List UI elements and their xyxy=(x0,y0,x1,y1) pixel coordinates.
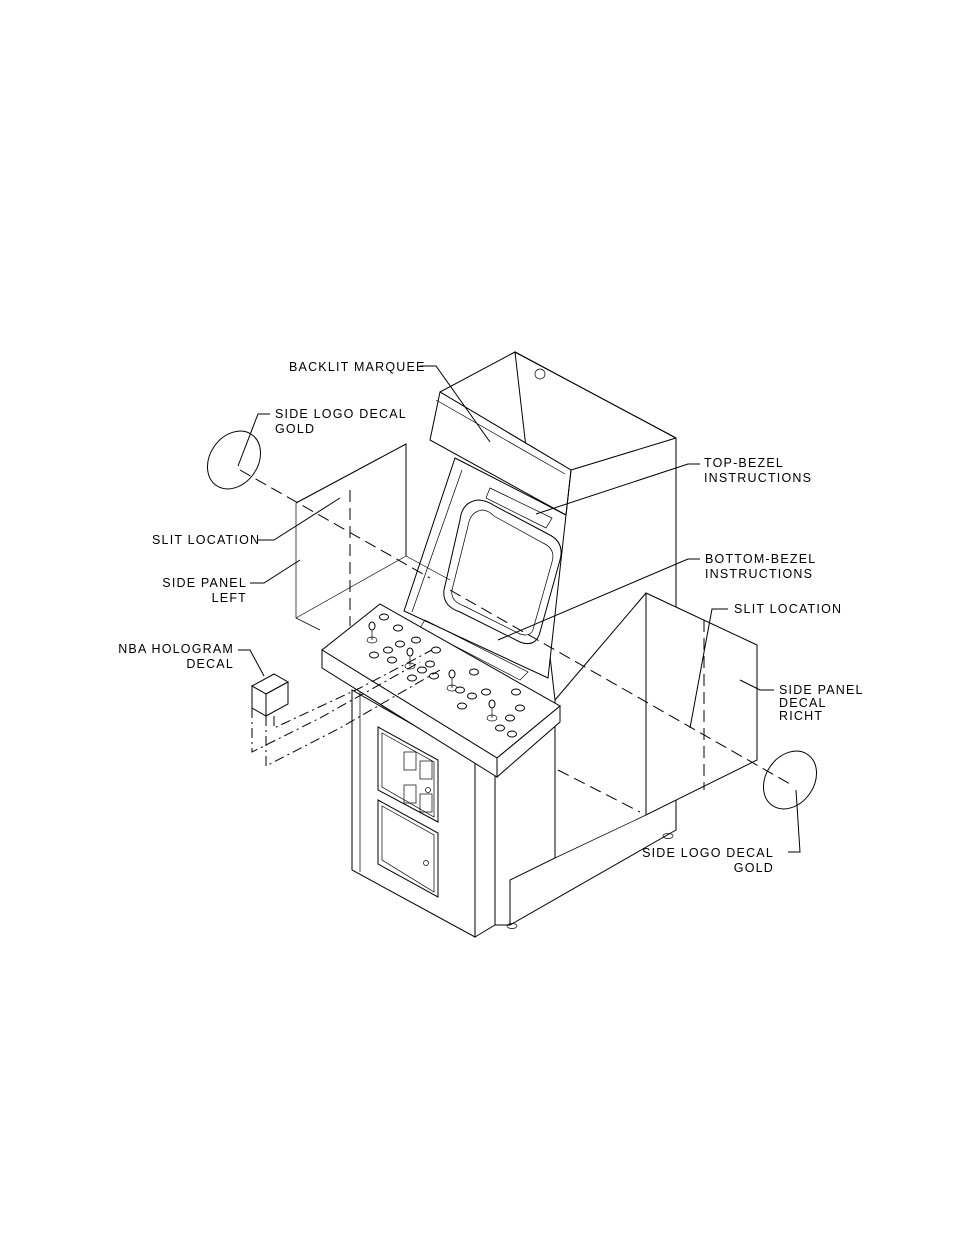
button-icon xyxy=(455,686,465,694)
label-top-bezel-line1: TOP-BEZEL xyxy=(704,456,784,470)
label-side-logo-right-line2: GOLD xyxy=(734,861,774,875)
cash-door-icon xyxy=(377,799,439,898)
label-side-panel-right-line2: DECAL xyxy=(779,696,827,710)
button-icon xyxy=(431,646,441,654)
label-side-logo-left-line1: SIDE LOGO DECAL xyxy=(275,407,407,421)
label-bottom-bezel-line1: BOTTOM-BEZEL xyxy=(705,552,816,566)
button-icon xyxy=(469,668,479,676)
button-icon xyxy=(481,688,491,696)
monitor-screen-icon xyxy=(419,499,562,681)
monitor-bezel-icon xyxy=(403,457,567,679)
label-bottom-bezel-line2: INSTRUCTIONS xyxy=(705,567,813,581)
button-icon xyxy=(407,674,417,682)
exploded-centerlines xyxy=(239,469,791,813)
button-icon xyxy=(395,640,405,648)
leader-lines xyxy=(237,365,801,853)
button-icon xyxy=(379,613,389,621)
button-icon xyxy=(369,651,379,659)
button-icon xyxy=(515,704,525,712)
side-logo-left-icon xyxy=(206,430,262,490)
button-icon xyxy=(411,636,421,644)
button-icon xyxy=(467,692,477,700)
nba-hologram-icon xyxy=(250,649,441,767)
joystick-icon xyxy=(404,647,416,670)
label-side-logo-right-line1: SIDE LOGO DECAL xyxy=(642,846,774,860)
control-panel-icon xyxy=(321,603,561,779)
label-side-panel-left-line2: LEFT xyxy=(212,591,247,605)
label-backlit-marquee: BACKLIT MARQUEE xyxy=(289,360,426,374)
button-icon xyxy=(457,702,467,710)
label-side-panel-right-line3: RICHT xyxy=(779,709,823,723)
button-icon xyxy=(511,688,521,696)
coin-door-icon xyxy=(377,726,439,823)
joystick-icon xyxy=(486,699,498,722)
label-top-bezel-line2: INSTRUCTIONS xyxy=(704,471,812,485)
label-nba-hologram-line2: DECAL xyxy=(186,657,234,671)
label-side-logo-left-line2: GOLD xyxy=(275,422,315,436)
side-logo-right-icon xyxy=(762,750,818,810)
button-icon xyxy=(393,624,403,632)
button-icon xyxy=(495,724,505,732)
label-slit-location-right: SLIT LOCATION xyxy=(734,602,842,616)
button-icon xyxy=(417,666,427,674)
joystick-icon xyxy=(366,621,378,644)
side-panel-right-icon xyxy=(554,592,758,859)
button-icon xyxy=(425,660,435,668)
button-icon xyxy=(387,656,397,664)
button-icon xyxy=(383,646,393,654)
button-icon xyxy=(507,730,517,738)
button-icon xyxy=(505,714,515,722)
label-nba-hologram-line1: NBA HOLOGRAM xyxy=(118,642,234,656)
label-side-panel-right-line1: SIDE PANEL xyxy=(779,683,864,697)
side-panel-left-icon xyxy=(295,443,451,631)
label-slit-location-left: SLIT LOCATION xyxy=(152,533,260,547)
callout-labels: BACKLIT MARQUEE SIDE LOGO DECAL GOLD SLI… xyxy=(118,360,864,875)
label-side-panel-left-line1: SIDE PANEL xyxy=(162,576,247,590)
